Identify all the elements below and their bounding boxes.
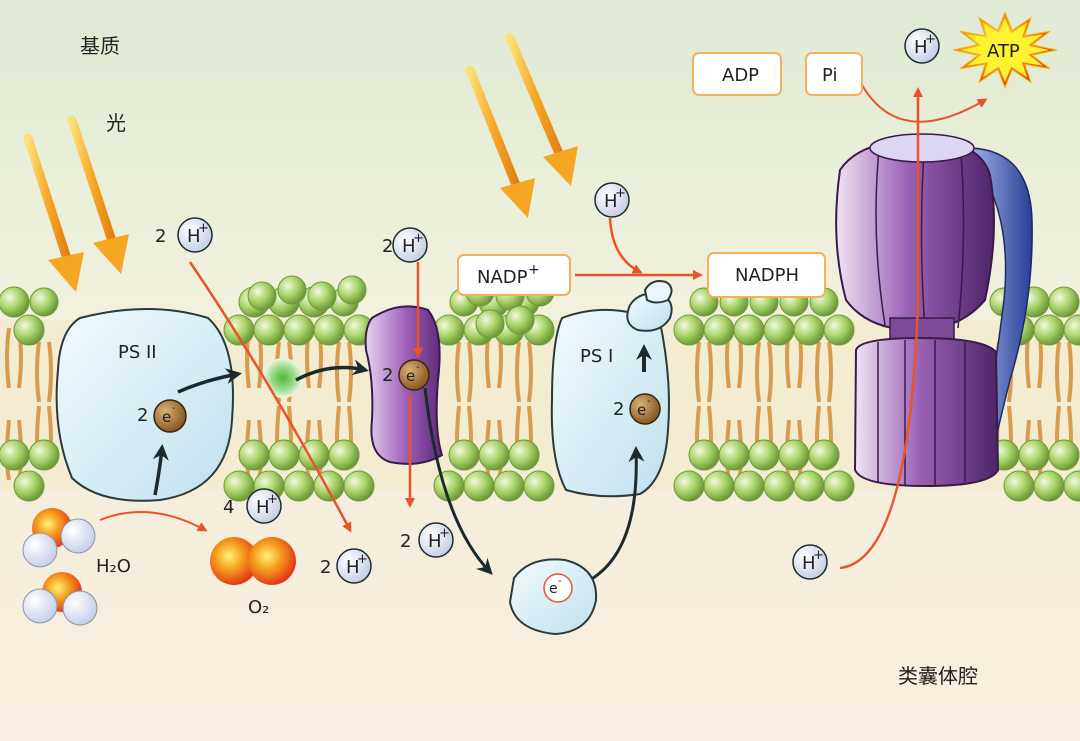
nadph-label: NADPH xyxy=(735,265,799,286)
proton-token: 4 H+ xyxy=(223,488,282,524)
electron-group-psi: 2 e - xyxy=(613,393,661,425)
proton-sup: + xyxy=(813,548,824,563)
coefficient: 2 xyxy=(382,236,393,257)
electron-sup: - xyxy=(416,362,420,373)
coefficient: 2 xyxy=(400,531,411,552)
water-molecule xyxy=(22,508,96,568)
coefficient: 2 xyxy=(137,405,148,426)
coefficient: 4 xyxy=(223,497,234,518)
electron-label: e xyxy=(406,367,415,385)
psii-label: PS II xyxy=(118,342,157,363)
light-arrow xyxy=(67,115,129,274)
proton-label: H xyxy=(346,557,360,578)
electron-label: e xyxy=(549,581,558,597)
electron-group-cyt: 2 e - xyxy=(382,359,430,391)
proton-token: H+ xyxy=(594,182,630,218)
electron-arrows xyxy=(152,344,652,582)
proton-token: H+ xyxy=(792,544,828,580)
electron-sup: - xyxy=(647,396,651,407)
light-arrow xyxy=(505,33,578,186)
proton-sup: + xyxy=(267,492,278,507)
atp-label: ATP xyxy=(987,41,1020,62)
psi-label: PS I xyxy=(580,346,613,367)
oxygen-molecule xyxy=(210,537,296,585)
electron-sup: - xyxy=(558,576,562,587)
coefficient: 2 xyxy=(613,399,624,420)
coefficient: 2 xyxy=(320,557,331,578)
nadph-box: NADPH xyxy=(707,252,826,298)
electron-sup: - xyxy=(172,403,176,414)
proton-label: H xyxy=(914,37,928,58)
stroma-label: 基质 xyxy=(80,34,120,58)
lumen-label: 类囊体腔 xyxy=(898,664,978,688)
pi-box: Pi xyxy=(805,52,863,96)
proton-sup: + xyxy=(925,32,936,47)
coefficient: 2 xyxy=(382,365,393,386)
nadp-plus-label: NADP xyxy=(477,267,528,288)
pi-label: Pi xyxy=(822,65,837,86)
electron-label: e xyxy=(637,401,646,419)
f0-ring xyxy=(853,336,1000,488)
proton-label: H xyxy=(428,531,442,552)
light-arrows xyxy=(23,33,578,292)
adp-box: ADP xyxy=(692,52,782,96)
proton-sup: + xyxy=(198,221,209,236)
proton-sup: + xyxy=(357,552,368,567)
oxygen-label: O₂ xyxy=(248,597,269,618)
proton-sup: + xyxy=(615,186,626,201)
proton-label: H xyxy=(604,191,618,212)
ferredoxin-top xyxy=(643,280,673,304)
light-arrow xyxy=(23,133,84,292)
atp-synthase xyxy=(835,133,1033,488)
light-label: 光 xyxy=(106,111,126,135)
stator-stalk xyxy=(968,147,1033,440)
nadp-plus-box: NADP + xyxy=(457,254,571,296)
nadp-plus-sup: + xyxy=(528,262,540,278)
proton-sup: + xyxy=(439,526,450,541)
f1-head xyxy=(835,138,995,332)
electron-label: e xyxy=(162,408,171,426)
electron-group-psii: 2 e - xyxy=(137,399,187,433)
water-label: H₂O xyxy=(96,556,131,577)
proton-token: H+ xyxy=(904,28,940,64)
proton-label: H xyxy=(402,236,416,257)
atp-star: ATP xyxy=(952,11,1058,89)
proton-label: H xyxy=(256,497,270,518)
proton-label: H xyxy=(187,226,201,247)
plastoquinone-dot xyxy=(263,358,303,398)
psii-complex xyxy=(55,308,234,502)
coefficient: 2 xyxy=(155,226,166,247)
proton-sup: + xyxy=(413,231,424,246)
proton-arrows xyxy=(99,84,988,570)
electron-marker xyxy=(543,573,573,603)
proton-label: H xyxy=(802,553,816,574)
light-arrow xyxy=(465,65,535,218)
water-molecule xyxy=(22,572,98,626)
adp-label: ADP xyxy=(722,65,759,86)
